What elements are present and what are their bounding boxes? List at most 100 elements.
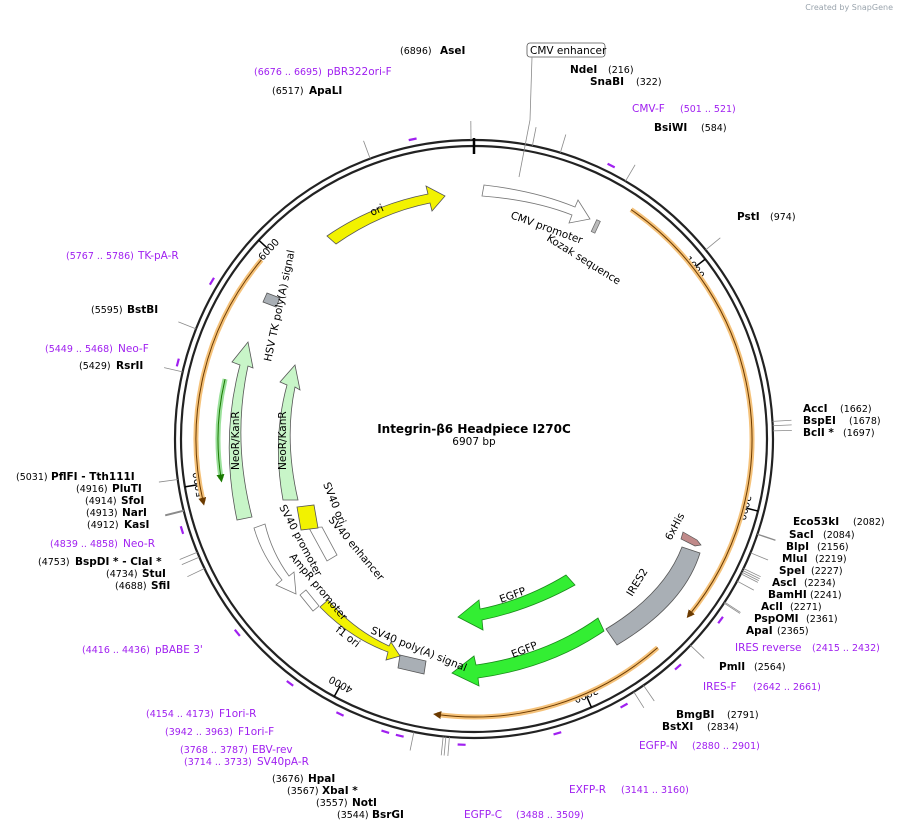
enzyme-name[interactable]: KasI [124, 519, 149, 531]
primer-name[interactable]: IRES reverse [735, 642, 802, 654]
primer-name[interactable]: Neo-R [123, 538, 155, 550]
enzyme-name[interactable]: NarI [122, 507, 147, 519]
cmv-enhancer-box[interactable] [526, 42, 606, 58]
enzyme-pos: (2834) [707, 722, 739, 733]
primer-range: (3488 .. 3509) [516, 810, 584, 821]
enzyme-site-tick [690, 645, 705, 659]
primer-name[interactable]: EBV-rev [252, 744, 293, 756]
primer-range: (3768 .. 3787) [180, 745, 248, 756]
enzyme-name[interactable]: SfiI [151, 580, 170, 592]
enzyme-name[interactable]: AscI [772, 577, 797, 589]
egfp-outer-feature[interactable] [451, 617, 605, 687]
enzyme-name[interactable]: PspOMI [754, 613, 799, 625]
bp-tick [746, 507, 759, 512]
sv40-polya-feature[interactable] [397, 654, 427, 675]
enzyme-name[interactable]: RsrII [116, 360, 143, 372]
orf-arc-glow [193, 258, 264, 503]
primer-name[interactable]: EXFP-R [569, 784, 606, 796]
primer-mark[interactable] [717, 616, 724, 624]
primer-name[interactable]: EGFP-N [639, 740, 678, 752]
enzyme-name[interactable]: Eco53kI [793, 516, 839, 528]
primer-mark[interactable] [233, 629, 241, 637]
enzyme-name[interactable]: XbaI * [322, 785, 358, 797]
enzyme-name[interactable]: SnaBI [590, 76, 624, 88]
neor-inner-feature[interactable] [277, 364, 301, 501]
hsv-tk-feature[interactable] [262, 292, 281, 308]
ori-feature[interactable] [326, 185, 446, 245]
primer-range: (4416 .. 4436) [82, 645, 150, 656]
enzyme-name[interactable]: SfoI [121, 495, 144, 507]
kozak-feature[interactable] [590, 219, 601, 234]
enzyme-name[interactable]: AccI [803, 403, 827, 415]
primer-name[interactable]: TK-pA-R [137, 250, 179, 262]
enzyme-name[interactable]: MluI [782, 553, 807, 565]
enzyme-name[interactable]: BsrGI [372, 809, 404, 821]
primer-name[interactable]: SV40pA-R [257, 756, 309, 768]
neor-outer-feature[interactable] [228, 341, 254, 521]
primer-mark[interactable] [457, 743, 466, 746]
f1-ori-feature[interactable] [319, 599, 401, 661]
enzyme-site-tick [743, 568, 761, 578]
enzyme-name[interactable]: PluTI [112, 483, 142, 495]
primer-name[interactable]: Neo-F [118, 343, 149, 355]
enzyme-pos: (4688) [115, 581, 147, 592]
enzyme-site-tick [757, 533, 776, 541]
primer-name[interactable]: EGFP-C [464, 809, 502, 821]
enzyme-name[interactable]: BlpI [786, 541, 809, 553]
primer-name[interactable]: CMV-F [632, 103, 665, 115]
primer-mark[interactable] [674, 663, 682, 671]
primer-mark[interactable] [175, 358, 180, 367]
primer-mark[interactable] [381, 729, 390, 734]
enzyme-name[interactable]: BspEI [803, 415, 836, 427]
enzyme-name[interactable]: BmgBI [676, 709, 714, 721]
enzyme-pos: (1662) [840, 404, 872, 415]
primer-name[interactable]: IRES-F [703, 681, 737, 693]
enzyme-name[interactable]: BspDI * - ClaI * [75, 556, 162, 568]
his-tag-feature[interactable] [680, 531, 702, 547]
primer-range: (2880 .. 2901) [692, 741, 760, 752]
primer-mark[interactable] [208, 277, 215, 286]
enzyme-labels: (6896) AseI NdeI (216) SnaBI (322) BsiWI… [16, 45, 885, 821]
enzyme-name[interactable]: NotI [352, 797, 377, 809]
enzyme-pos: (2271) [790, 602, 822, 613]
enzyme-name[interactable]: AseI [440, 45, 465, 57]
enzyme-name[interactable]: PmlI [719, 661, 745, 673]
ires2-feature[interactable] [605, 546, 701, 646]
primer-name[interactable]: F1ori-F [238, 726, 274, 738]
enzyme-name[interactable]: BsiWI [654, 122, 687, 134]
enzyme-name[interactable]: NdeI [570, 64, 597, 76]
primer-name[interactable]: pBABE 3' [155, 644, 203, 656]
enzyme-name[interactable]: SacI [789, 529, 814, 541]
primer-mark[interactable] [553, 731, 562, 736]
enzyme-name[interactable]: BstBI [127, 304, 158, 316]
primer-mark[interactable] [335, 711, 345, 717]
primer-mark[interactable] [179, 525, 185, 535]
enzyme-name[interactable]: ApaI [746, 625, 773, 637]
enzyme-name[interactable]: BstXI [662, 721, 693, 733]
primer-mark[interactable] [286, 680, 294, 687]
enzyme-name[interactable]: PflFI - Tth111I [51, 471, 135, 483]
primer-name[interactable]: F1ori-R [219, 708, 256, 720]
sv40-promoter-feature[interactable] [253, 523, 297, 595]
enzyme-name[interactable]: SpeI [779, 565, 805, 577]
egfp-inner-feature[interactable] [457, 574, 576, 631]
primer-mark[interactable] [395, 733, 404, 738]
enzyme-name[interactable]: ApaLI [309, 85, 342, 97]
cmv-promoter-feature[interactable] [481, 184, 591, 224]
primer-name[interactable]: pBR322ori-F [327, 66, 392, 78]
sv40-ori-feature[interactable] [296, 504, 319, 531]
enzyme-name[interactable]: BclI * [803, 427, 834, 439]
enzyme-site-tick [723, 602, 741, 614]
enzyme-name[interactable]: BamHI [768, 589, 807, 601]
primer-mark[interactable] [607, 162, 616, 169]
primer-mark[interactable] [408, 137, 417, 142]
enzyme-pos: (5595) [91, 305, 123, 316]
primer-sites [175, 137, 724, 746]
primer-range: (501 .. 521) [680, 104, 736, 115]
ampr-promoter-feature[interactable] [299, 589, 320, 612]
enzyme-name[interactable]: StuI [142, 568, 166, 580]
enzyme-name[interactable]: PstI [737, 211, 760, 223]
enzyme-name[interactable]: HpaI [308, 773, 335, 785]
enzyme-name[interactable]: AclI [761, 601, 783, 613]
primer-mark[interactable] [620, 702, 629, 709]
